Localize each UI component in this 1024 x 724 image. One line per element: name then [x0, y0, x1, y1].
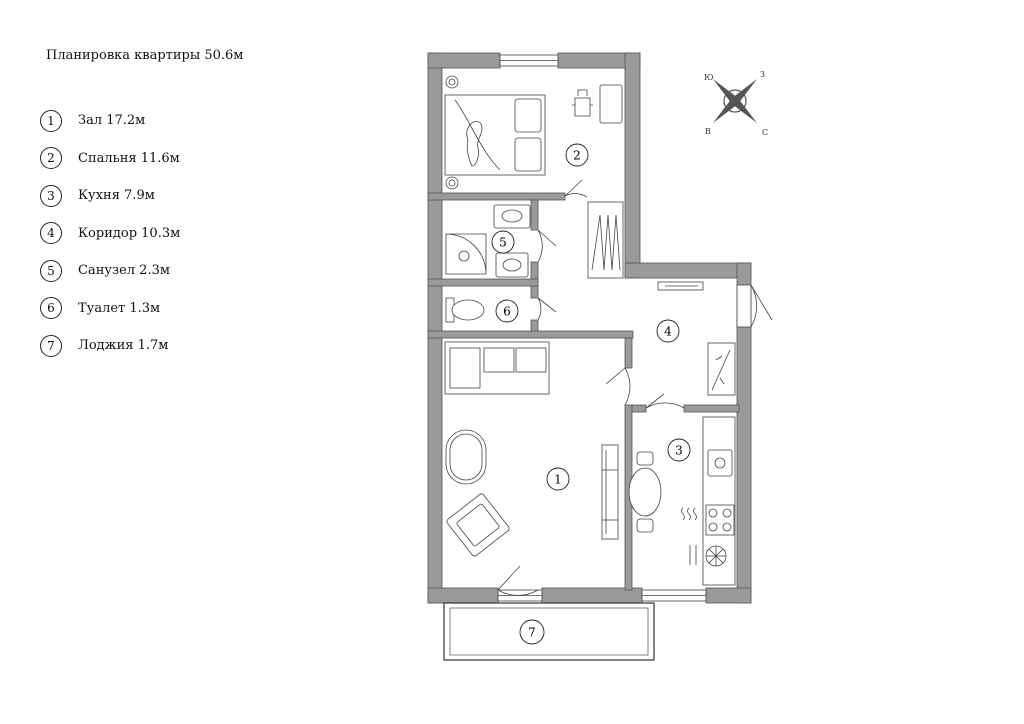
- room-3-badge: 3: [667, 438, 691, 462]
- dining-chair: [636, 518, 654, 533]
- wall-outer-left: [427, 52, 443, 604]
- door-bedroom: [564, 179, 588, 198]
- armchair: [446, 493, 510, 557]
- steam-icon: [681, 507, 697, 521]
- wall-toilet-right: [530, 285, 539, 299]
- room-3-number: 3: [675, 444, 683, 458]
- legend-label: Коридор 10.3м: [78, 225, 181, 241]
- office-chair-icon: [572, 89, 593, 117]
- room-4-badge: 4: [656, 319, 680, 343]
- legend-item: 7 Лоджия 1.7м: [40, 327, 180, 365]
- desk: [599, 84, 623, 124]
- room-6-number: 6: [503, 305, 511, 319]
- legend-label: Санузел 2.3м: [78, 263, 170, 279]
- loggia: [443, 602, 655, 661]
- compass-rose-icon: Ю З В С: [704, 70, 768, 137]
- legend-number: 3: [40, 184, 62, 207]
- legend-item: 4 Коридор 10.3м: [40, 215, 180, 253]
- room-legend: 1 Зал 17.2м 2 Спальня 11.6м 3 Кухня 7.9м…: [40, 102, 180, 365]
- toilet: [445, 297, 485, 323]
- wall-outer-bottom-right: [705, 587, 752, 604]
- room-1-number: 1: [554, 473, 562, 487]
- stool-icon: [689, 545, 697, 565]
- wall-outer-bottom-left: [427, 587, 499, 604]
- bedroom-furniture: [444, 75, 623, 190]
- bathroom-fixtures: [445, 204, 531, 278]
- kitchen-furniture: [628, 416, 736, 586]
- legend-number: 6: [40, 297, 62, 320]
- legend-number: 5: [40, 259, 62, 282]
- legend-number: 4: [40, 222, 62, 245]
- tv-icon: [602, 450, 618, 534]
- room-7-badge: 7: [519, 619, 545, 645]
- cooktop: [705, 504, 735, 536]
- corridor-furniture: [657, 281, 736, 396]
- room-5-badge: 5: [491, 230, 515, 254]
- wall-bath-right: [530, 199, 539, 231]
- room-6-badge: 6: [495, 299, 519, 323]
- door-kitchen: [645, 393, 685, 409]
- legend-number: 2: [40, 147, 62, 170]
- room-4-number: 4: [664, 325, 672, 339]
- legend-item: 3 Кухня 7.9м: [40, 177, 180, 215]
- wall-hall-right: [624, 337, 633, 369]
- wall-kitchen-top-b: [683, 404, 740, 413]
- compass-label-s: С: [762, 128, 768, 137]
- plan-title: Планировка квартиры 50.6м: [46, 48, 244, 63]
- room-7-number: 7: [528, 626, 536, 640]
- wardrobe: [587, 201, 624, 279]
- legend-label: Зал 17.2м: [78, 113, 146, 129]
- door-entrance: [750, 284, 773, 328]
- legend-item: 5 Санузел 2.3м: [40, 252, 180, 290]
- legend-label: Спальня 11.6м: [78, 150, 180, 166]
- legend-number: 7: [40, 334, 62, 357]
- door-bathroom: [537, 229, 557, 263]
- wall-outer-right-upper: [624, 52, 641, 279]
- legend-label: Лоджия 1.7м: [78, 338, 169, 354]
- person-figure-icon: [466, 121, 483, 167]
- door-toilet: [537, 297, 557, 321]
- walls: [427, 52, 752, 604]
- room-labels: 1 2 3 4 5 6 7: [491, 143, 691, 645]
- compass-label-w: В: [705, 127, 711, 136]
- room-2-badge: 2: [565, 143, 589, 167]
- room-5-number: 5: [499, 236, 507, 250]
- room-2-number: 2: [573, 149, 581, 163]
- legend-label: Кухня 7.9м: [78, 188, 155, 204]
- door-hall: [605, 367, 631, 406]
- legend-item: 6 Туалет 1.3м: [40, 290, 180, 328]
- legend-number: 1: [40, 109, 62, 132]
- wall-kitchen-top: [631, 404, 647, 413]
- wall-outer-top-left: [427, 52, 501, 69]
- wall-bedroom-bottom: [427, 192, 566, 201]
- compass-label-n: Ю: [704, 73, 714, 82]
- tv-stand: [601, 444, 619, 540]
- legend-label: Туалет 1.3м: [78, 300, 161, 316]
- compass-label-e: З: [760, 70, 765, 79]
- door-loggia: [497, 565, 539, 596]
- wall-step-top: [624, 262, 752, 279]
- loggia-outline: [443, 602, 655, 661]
- living-furniture: [444, 341, 619, 557]
- dining-table: [628, 467, 662, 517]
- coffee-table: [445, 429, 487, 485]
- dining-chair: [636, 451, 654, 466]
- doors: [497, 179, 773, 596]
- wall-bath-bottom: [427, 278, 539, 287]
- legend-item: 1 Зал 17.2м: [40, 102, 180, 140]
- legend-item: 2 Спальня 11.6м: [40, 140, 180, 178]
- room-1-badge: 1: [546, 467, 570, 491]
- wall-hall-top: [427, 330, 634, 339]
